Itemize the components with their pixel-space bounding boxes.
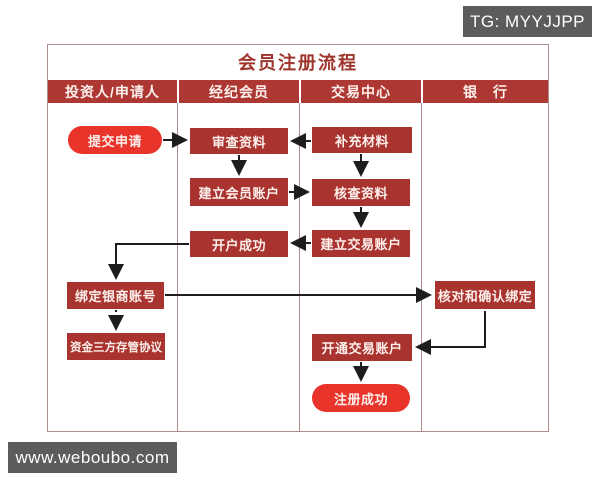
column-divider [177, 103, 178, 431]
watermark-telegram: TG: MYYJJPP [463, 6, 592, 37]
column-header-investor: 投资人/申请人 [48, 80, 177, 103]
node-register-success: 注册成功 [312, 384, 410, 412]
node-account-opened: 开户成功 [190, 231, 288, 257]
node-verify-materials: 核查资料 [312, 179, 410, 206]
node-review-materials: 审查资料 [190, 128, 288, 154]
node-open-trade-account: 开通交易账户 [312, 334, 412, 361]
node-create-trade-account: 建立交易账户 [312, 230, 410, 257]
node-supplement-materials: 补充材料 [312, 127, 412, 153]
node-confirm-binding: 核对和确认绑定 [435, 281, 535, 309]
node-create-member-account: 建立会员账户 [190, 178, 288, 206]
column-header-bank: 银 行 [423, 80, 548, 103]
node-custody-agreement: 资金三方存管协议 [67, 333, 165, 360]
column-header-broker: 经纪会员 [179, 80, 299, 103]
node-submit-application: 提交申请 [68, 126, 162, 154]
watermark-website: www.weboubo.com [8, 442, 177, 473]
column-divider [421, 103, 422, 431]
column-divider [299, 103, 300, 431]
column-header-trading-center: 交易中心 [301, 80, 421, 103]
node-bind-bank-account: 绑定银商账号 [67, 282, 164, 309]
diagram-title: 会员注册流程 [238, 53, 358, 73]
